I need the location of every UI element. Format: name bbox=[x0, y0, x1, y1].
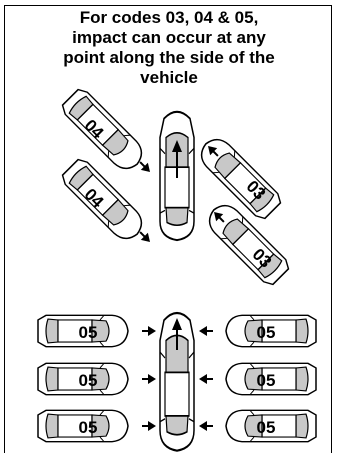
code-label-05-right-2: 05 bbox=[257, 371, 276, 390]
arrow-icon bbox=[199, 374, 213, 384]
arrow-icon bbox=[199, 326, 213, 336]
code-label-05-left-1: 05 bbox=[79, 323, 98, 342]
code-label-05-left-3: 05 bbox=[79, 418, 98, 437]
code-label-05-left-2: 05 bbox=[79, 371, 98, 390]
arrow-icon bbox=[142, 374, 156, 384]
arrow-icon bbox=[142, 421, 156, 431]
arrow-icon bbox=[142, 326, 156, 336]
code-label-05-right-1: 05 bbox=[257, 323, 276, 342]
arrow-icon bbox=[199, 421, 213, 431]
code-label-05-right-3: 05 bbox=[257, 418, 276, 437]
striking-vehicle-03-lower bbox=[203, 199, 292, 288]
